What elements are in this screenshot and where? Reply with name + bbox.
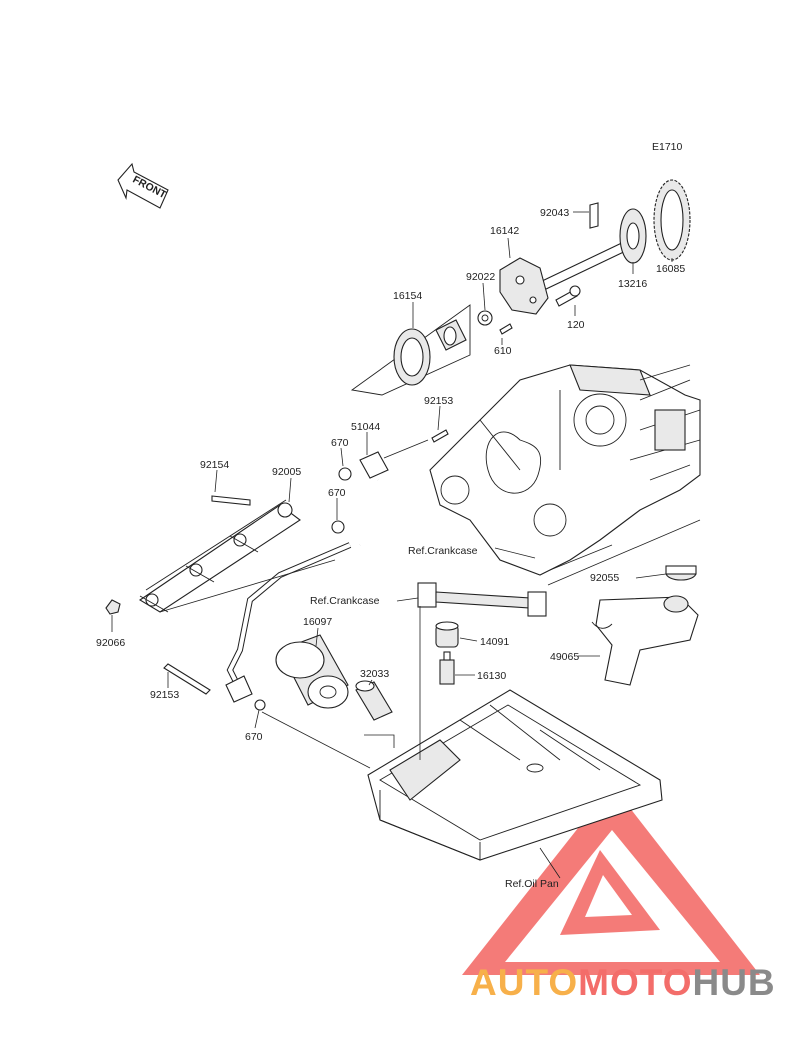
brand-wordmark: AUTOMOTOHUB	[470, 962, 776, 1004]
bolt-120	[555, 285, 581, 307]
pipe-14091	[435, 621, 459, 648]
label-92153-top: 92153	[424, 395, 453, 407]
brand-part-auto: AUTO	[470, 962, 579, 1003]
label-49065: 49065	[550, 651, 579, 663]
label-16097: 16097	[303, 616, 332, 628]
label-16085: 16085	[656, 263, 685, 275]
label-ref-oil-pan: Ref.Oil Pan	[505, 878, 559, 890]
bolt-92153-bottom	[163, 663, 211, 695]
label-92154: 92154	[200, 459, 229, 471]
oil-pan	[367, 689, 663, 861]
oil-pipe-upper	[359, 429, 449, 547]
brand-part-moto: MOTO	[578, 962, 693, 1003]
label-16154: 16154	[393, 290, 422, 302]
label-ref-crankcase-1: Ref.Crankcase	[408, 545, 478, 557]
gear-13216	[619, 208, 647, 264]
oil-strainer-pipe-92005	[138, 499, 301, 613]
pump-cover-16142	[499, 257, 549, 315]
label-14091: 14091	[480, 636, 509, 648]
label-92022: 92022	[466, 271, 495, 283]
label-92043: 92043	[540, 207, 569, 219]
label-92153-bottom: 92153	[150, 689, 179, 701]
label-ref-crankcase-2: Ref.Crankcase	[310, 595, 380, 607]
label-92005: 92005	[272, 466, 301, 478]
brand-logo-icon	[462, 785, 760, 975]
pin-610	[499, 323, 513, 335]
label-51044: 51044	[351, 421, 380, 433]
gear-16085	[653, 179, 691, 261]
label-120: 120	[567, 319, 585, 331]
strainer-49065	[591, 595, 699, 686]
label-670-c: 670	[245, 731, 263, 743]
washer-92022	[477, 310, 493, 326]
o-ring-670-a	[338, 467, 352, 481]
label-92066: 92066	[96, 637, 125, 649]
brand-part-hub: HUB	[692, 962, 776, 1003]
oil-pipe-lower	[225, 542, 352, 703]
oil-filter-16097	[275, 634, 349, 709]
cap-92055	[665, 565, 697, 581]
diagram-code: E1710	[652, 141, 683, 153]
o-ring-670-b	[331, 520, 345, 534]
label-16142: 16142	[490, 225, 519, 237]
label-32033: 32033	[360, 668, 389, 680]
fitting-32033	[355, 680, 393, 721]
pipe-joint	[417, 582, 547, 617]
front-arrow-icon: FRONT	[117, 162, 169, 209]
label-610: 610	[494, 345, 512, 357]
label-13216: 13216	[618, 278, 647, 290]
pump-rotor-16154	[350, 304, 471, 396]
label-92055: 92055	[590, 572, 619, 584]
switch-16130	[439, 651, 455, 685]
label-16130: 16130	[477, 670, 506, 682]
bolt-92154	[211, 495, 251, 506]
leader-lines	[111, 211, 701, 879]
label-670-b: 670	[328, 487, 346, 499]
o-ring-670-c	[254, 699, 266, 711]
label-670-a: 670	[331, 437, 349, 449]
nut-92066	[105, 599, 121, 615]
crankcase	[429, 364, 701, 576]
